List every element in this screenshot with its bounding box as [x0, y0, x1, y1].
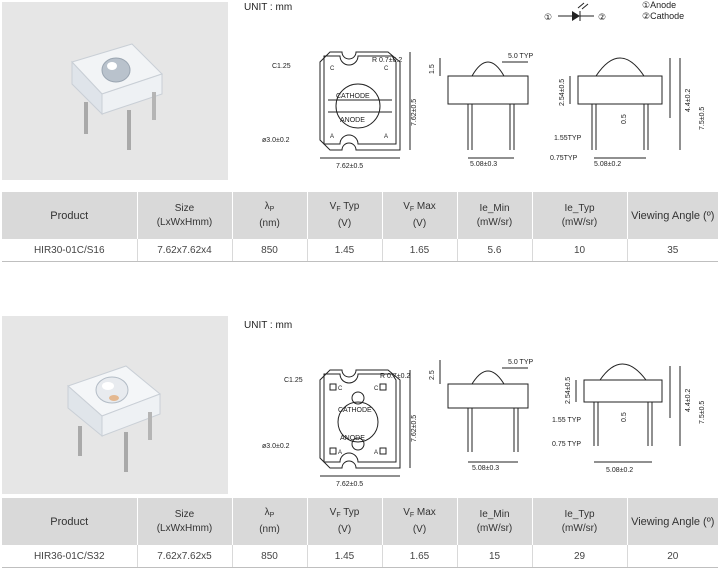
dim-total-h: 4.4±0.2 — [685, 89, 692, 112]
dim-lens-typ: 5.0 TYP — [508, 359, 533, 366]
th-lambda: λP(nm) — [232, 192, 308, 239]
dim-pin-len: 7.5±0.5 — [699, 107, 706, 130]
dimension-svg-1: C1.25 R 0.7±0.2 CATHODE ANODE ø3.0±0.2 7… — [262, 2, 706, 170]
dim-chamfer: C1.25 — [272, 63, 291, 70]
th-product: Product — [2, 192, 138, 239]
cell-ie-typ: 29 — [532, 545, 628, 568]
th-ie-typ: Ie_Typ(mW/sr) — [532, 192, 628, 239]
dim-pin-w2: 0.75 TYP — [552, 441, 581, 448]
th-vf-typ: VF Typ(V) — [307, 498, 383, 545]
table-row: HIR30-01C/S16 7.62x7.62x4 850 1.45 1.65 … — [2, 239, 718, 262]
label-anode: ANODE — [340, 435, 365, 442]
cell-product: HIR30-01C/S16 — [2, 239, 138, 262]
dim-side-pitch: 5.08±0.2 — [606, 467, 633, 474]
legend-anode: ①Anode — [642, 0, 677, 10]
corner-c2: C — [384, 66, 389, 72]
led-photo-icon — [71, 43, 163, 150]
dim-pin-thk: 0.5 — [621, 114, 628, 124]
dim-pin-w1: 1.55TYP — [554, 135, 582, 142]
corner-a1: A — [338, 450, 342, 456]
product-photo-1 — [2, 2, 228, 180]
cell-viewing-angle: 20 — [627, 545, 718, 568]
dim-pin-thk: 0.5 — [621, 412, 628, 422]
dim-lens-height: 1.5 — [429, 64, 436, 74]
dim-total-h: 4.4±0.2 — [685, 389, 692, 412]
cell-ie-typ: 10 — [532, 239, 628, 262]
dim-lens-height: 2.5 — [429, 370, 436, 380]
unit-label: UNIT : mm — [244, 320, 293, 331]
legend-num1: ① — [544, 12, 552, 22]
th-viewing-angle: Viewing Angle (º) — [627, 192, 718, 239]
dim-body-h: 2.54±0.5 — [565, 377, 572, 404]
corner-a1: A — [330, 134, 334, 140]
th-lambda: λP(nm) — [232, 498, 308, 545]
th-ie-min: Ie_Min(mW/sr) — [457, 498, 533, 545]
unit-label: UNIT : mm — [244, 2, 293, 13]
th-vf-typ: VF Typ(V) — [307, 192, 383, 239]
corner-a2: A — [384, 134, 388, 140]
dim-side-pitch: 5.08±0.2 — [594, 161, 621, 168]
th-size: Size(LxWxHmm) — [137, 192, 233, 239]
cell-size: 7.62x7.62x5 — [137, 545, 233, 568]
dim-width: 7.62±0.5 — [336, 481, 363, 488]
label-cathode: CATHODE — [338, 407, 372, 414]
legend-cathode: ②Cathode — [642, 11, 685, 21]
dim-radius: R 0.7±0.2 — [372, 57, 402, 64]
th-ie-min: Ie_Min(mW/sr) — [457, 192, 533, 239]
corner-c1: C — [338, 386, 343, 392]
corner-a2: A — [374, 450, 378, 456]
dim-lens-typ: 5.0 TYP — [508, 53, 533, 60]
dim-height: 7.62±0.5 — [411, 415, 418, 442]
label-cathode: CATHODE — [336, 93, 370, 100]
product-photo-2 — [2, 316, 228, 494]
led-photo-icon — [67, 365, 161, 472]
table-header-row: Product Size(LxWxHmm) λP(nm) VF Typ(V) V… — [2, 498, 718, 545]
dimension-drawing-2: UNIT : mm — [232, 318, 720, 496]
th-product: Product — [2, 498, 138, 545]
legend-num2: ② — [598, 12, 606, 22]
cell-vf-typ: 1.45 — [307, 239, 383, 262]
diode-symbol-icon: ① ② — [544, 2, 606, 22]
dim-body-h: 2.54±0.5 — [559, 79, 566, 106]
th-size: Size(LxWxHmm) — [137, 498, 233, 545]
dim-pin-pitch: 5.08±0.3 — [472, 465, 499, 472]
corner-c2: C — [374, 386, 379, 392]
cell-product: HIR36-01C/S32 — [2, 545, 138, 568]
dim-pin-pitch: 5.08±0.3 — [470, 161, 497, 168]
th-vf-max: VF Max(V) — [382, 498, 458, 545]
cell-size: 7.62x7.62x4 — [137, 239, 233, 262]
dimension-svg-2: C1.25 R 0.7±0.2 CATHODE ANODE ø3.0±0.2 7… — [262, 359, 706, 488]
dimension-drawing-1: UNIT : mm — [232, 0, 720, 178]
pin-legend: ①Anode ②Cathode — [642, 0, 684, 22]
th-viewing-angle: Viewing Angle (º) — [627, 498, 718, 545]
cell-lambda: 850 — [232, 239, 308, 262]
dim-width: 7.62±0.5 — [336, 163, 363, 170]
dim-radius: R 0.7±0.2 — [380, 373, 410, 380]
cell-viewing-angle: 35 — [627, 239, 718, 262]
dim-pin-len: 7.5±0.5 — [699, 401, 706, 424]
corner-c1: C — [330, 66, 335, 72]
spec-table-2: Product Size(LxWxHmm) λP(nm) VF Typ(V) V… — [2, 498, 718, 568]
dim-hole: ø3.0±0.2 — [262, 443, 290, 450]
cell-lambda: 850 — [232, 545, 308, 568]
table-header-row: Product Size(LxWxHmm) λP(nm) VF Typ(V) V… — [2, 192, 718, 239]
dim-pin-w1: 1.55 TYP — [552, 417, 581, 424]
label-anode: ANODE — [340, 117, 365, 124]
dim-height: 7.62±0.5 — [411, 99, 418, 126]
dim-hole: ø3.0±0.2 — [262, 137, 290, 144]
dim-chamfer: C1.25 — [284, 377, 303, 384]
table-row: HIR36-01C/S32 7.62x7.62x5 850 1.45 1.65 … — [2, 545, 718, 568]
cell-vf-max: 1.65 — [382, 239, 458, 262]
cell-ie-min: 5.6 — [457, 239, 533, 262]
dim-pin-w2: 0.75TYP — [550, 155, 578, 162]
cell-vf-max: 1.65 — [382, 545, 458, 568]
cell-vf-typ: 1.45 — [307, 545, 383, 568]
spec-table-1: Product Size(LxWxHmm) λP(nm) VF Typ(V) V… — [2, 192, 718, 262]
cell-ie-min: 15 — [457, 545, 533, 568]
th-ie-typ: Ie_Typ(mW/sr) — [532, 498, 628, 545]
th-vf-max: VF Max(V) — [382, 192, 458, 239]
